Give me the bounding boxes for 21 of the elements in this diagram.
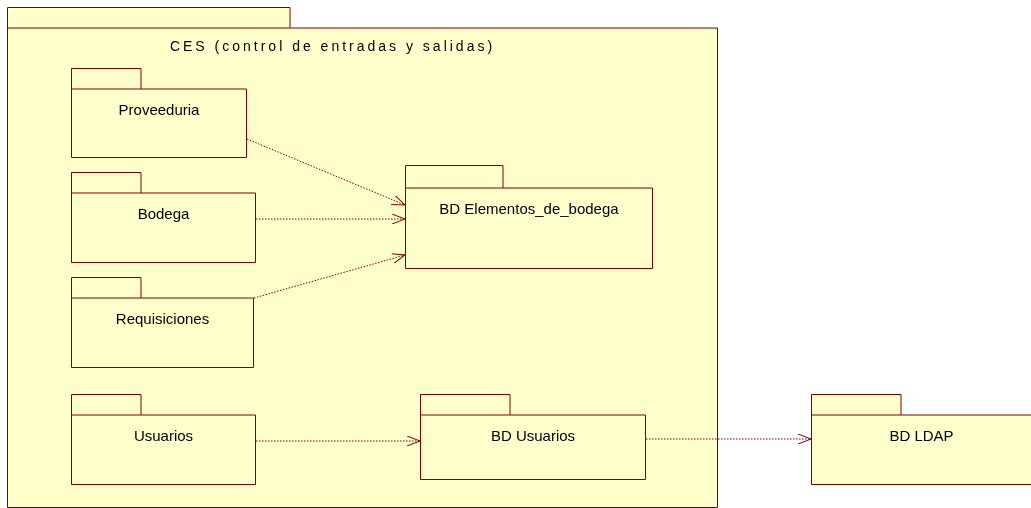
package-name: BD Usuarios [489,427,577,444]
package-box [71,277,254,368]
dependency-arrow [645,433,812,445]
package-name: Proveeduria [117,101,201,118]
package-box [405,165,653,269]
package-name: Bodega [136,205,191,222]
package-box [420,394,646,480]
package-name: Requisiciones [114,310,211,327]
package-name: BD LDAP [888,427,955,444]
dependency-arrow [255,213,406,225]
package-box [811,394,1031,485]
dependency-arrow [246,138,406,206]
package-name: BD Elementos_de_bodega [438,200,620,217]
package-title: CES (control de entradas y salidas) [168,38,497,54]
package-name: Usuarios [132,427,195,444]
dependency-arrow [253,253,406,299]
package-box [71,68,247,158]
dependency-arrow [255,435,421,447]
package-box [71,394,256,485]
package-box [7,7,718,508]
package-box [71,172,256,263]
